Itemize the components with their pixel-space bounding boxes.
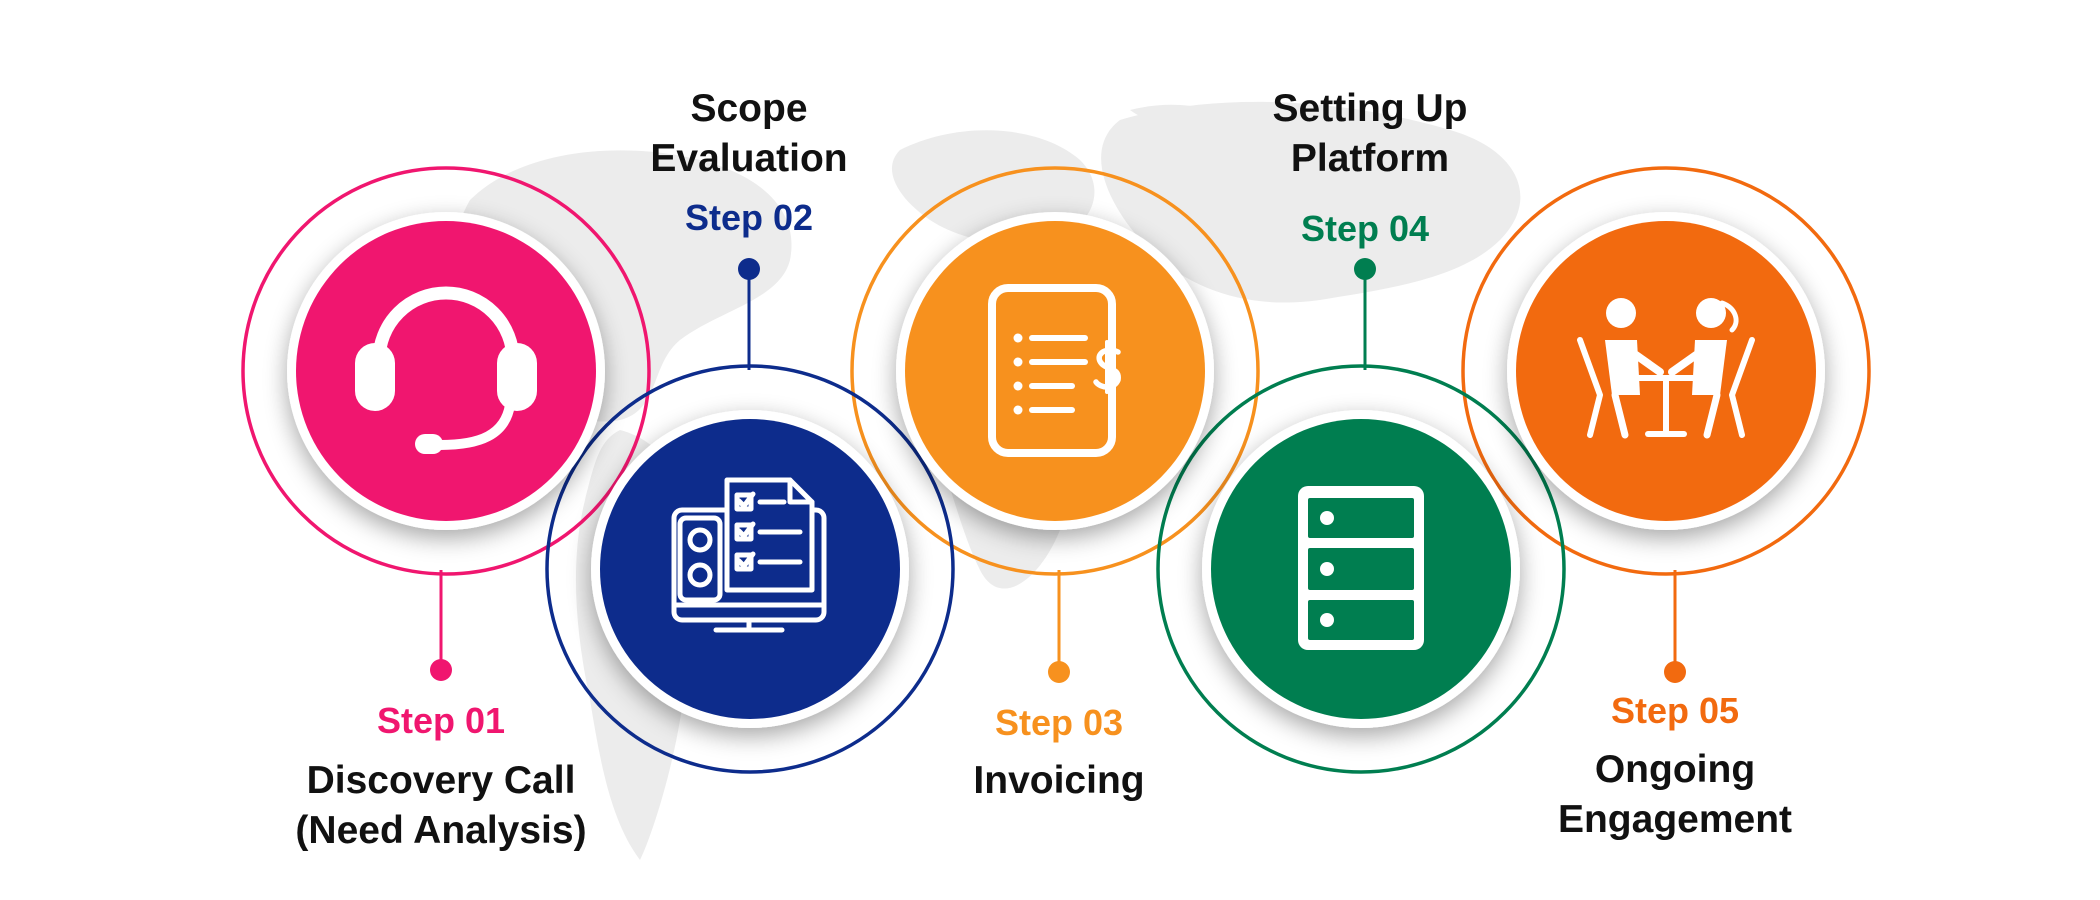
step-05-title: Ongoing Engagement	[1558, 745, 1792, 845]
connector-step-02	[738, 258, 760, 370]
server-icon	[1298, 486, 1424, 650]
step-05-title-line1: Ongoing	[1594, 748, 1756, 791]
ring-step-04	[1156, 364, 1566, 774]
step-02-title: Scope Evaluation	[650, 84, 847, 184]
connector-step-03	[1048, 570, 1070, 683]
connector-step-01	[430, 570, 452, 681]
step-04-label: Step 04	[1300, 208, 1430, 249]
step-05-label: Step 05	[1610, 690, 1740, 731]
ring-step-01	[241, 166, 651, 576]
step-01-title-line1: Discovery Call	[306, 759, 576, 802]
step-01-label: Step 01	[376, 700, 506, 741]
step-01-title-line2: (Need Analysis)	[295, 809, 587, 852]
step-05-title-line2: Engagement	[1557, 798, 1793, 841]
step-02-title-line2: Evaluation	[650, 137, 848, 180]
connector-step-05	[1664, 570, 1686, 683]
headset-icon	[355, 286, 537, 454]
ring-step-03	[850, 166, 1260, 576]
step-05-node	[1507, 212, 1825, 530]
step-03-title: Invoicing	[973, 756, 1144, 806]
checklist-monitor-icon	[671, 477, 827, 633]
step-04-title-line2: Platform	[1290, 137, 1450, 180]
step-04-title: Setting Up Platform	[1273, 84, 1468, 184]
step-01-title: Discovery Call (Need Analysis)	[295, 756, 586, 856]
step-02-title-line1: Scope	[690, 87, 808, 130]
step-03-label: Step 03	[994, 702, 1124, 743]
step-01-node	[287, 212, 605, 530]
step-03-node	[896, 212, 1214, 530]
step-03-title-line1: Invoicing	[973, 759, 1145, 802]
invoice-document-icon	[988, 284, 1121, 457]
step-02-label: Step 02	[684, 197, 814, 238]
ring-step-05	[1461, 166, 1871, 576]
ring-step-02	[545, 364, 955, 774]
connector-step-04	[1354, 258, 1376, 370]
step-04-title-line1: Setting Up	[1272, 87, 1468, 130]
meeting-people-icon	[1577, 298, 1755, 439]
